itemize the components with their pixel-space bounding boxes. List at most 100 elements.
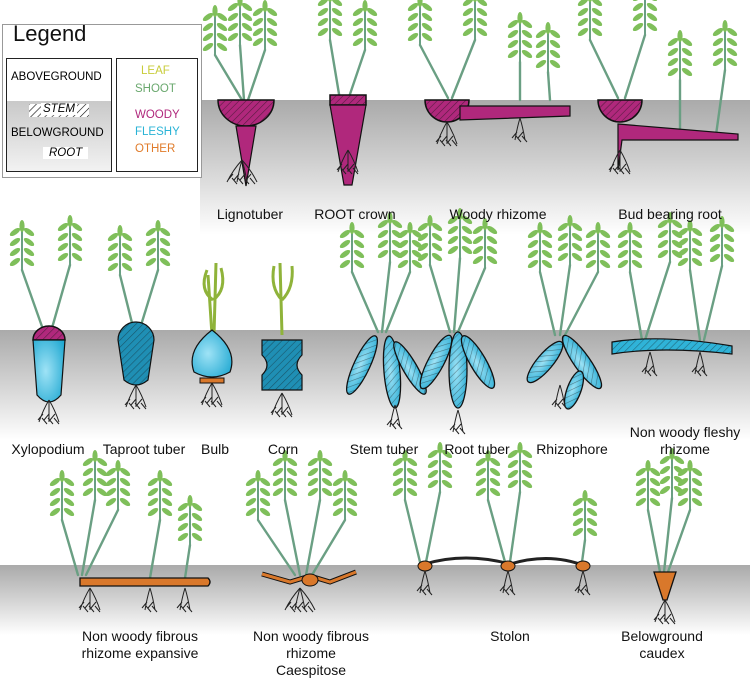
bulb-body	[191, 329, 233, 378]
leaflet	[726, 47, 738, 57]
leaflet	[159, 257, 171, 267]
leaflet	[507, 19, 519, 29]
leaflet	[507, 49, 519, 59]
plant-fibrous-rhizome-expansive	[49, 450, 211, 613]
leaflet	[252, 17, 264, 27]
root-tuber-2-hatch	[449, 332, 467, 408]
legend-shoot: SHOOT	[135, 83, 176, 95]
caespitose-node	[301, 573, 319, 587]
leaflet	[585, 239, 597, 249]
root-hair	[276, 392, 287, 418]
taproot-tuber-hatch	[118, 322, 154, 385]
leaflet	[527, 229, 539, 239]
leaflet	[585, 229, 597, 239]
leaflet	[9, 227, 21, 237]
leaflet	[241, 2, 253, 12]
leaflet	[272, 467, 284, 477]
leaflet-tip	[92, 450, 98, 462]
corn-leaves	[271, 262, 294, 336]
leaflet	[331, 7, 343, 17]
leaflet-tip	[645, 460, 651, 472]
leaflet-tip	[187, 495, 193, 507]
leaflet	[177, 502, 189, 512]
xylopodium-top-hatch	[33, 326, 65, 340]
plant-belowground-caudex	[635, 448, 703, 625]
leaflet	[431, 242, 443, 252]
leaflet	[677, 237, 689, 247]
leaflet	[252, 37, 264, 47]
leaflet-tip	[402, 450, 408, 462]
shoot	[702, 264, 724, 342]
leaflet	[475, 487, 487, 497]
leaflet	[681, 47, 693, 57]
leaflet	[57, 222, 69, 232]
leaflet	[462, 0, 474, 7]
leaflet	[447, 215, 459, 225]
shoot	[304, 498, 322, 577]
leaflet	[49, 487, 61, 497]
leaflet	[353, 239, 365, 249]
leaflet	[489, 477, 501, 487]
leaflet	[421, 12, 433, 22]
leaflet	[677, 487, 689, 497]
leaflet	[252, 7, 264, 17]
shoot	[384, 270, 412, 334]
stem-tuber-1-hatch	[346, 335, 378, 395]
legend-root: ROOT	[43, 147, 89, 159]
leaflet	[486, 225, 498, 235]
rhizome-knob-hatch	[425, 100, 469, 122]
corn-hatch	[262, 340, 302, 390]
leaflet	[259, 477, 271, 487]
leaflet	[541, 229, 553, 239]
root-hair	[291, 587, 302, 613]
leaflet	[431, 222, 443, 232]
leaflet	[591, 27, 603, 37]
leaflet	[709, 223, 721, 233]
root-hair	[664, 599, 676, 625]
legend-organ-panel: LEAF SHOOT WOODY FLESHY OTHER	[116, 58, 198, 172]
leaflet	[521, 39, 533, 49]
leaflet	[489, 487, 501, 497]
leaflet	[392, 467, 404, 477]
shoot	[283, 498, 302, 577]
leaflet	[726, 57, 738, 67]
leaflet-tip	[588, 0, 592, 2]
shoot	[256, 518, 297, 577]
leaflet	[541, 259, 553, 269]
shoot	[380, 260, 392, 334]
leaflet	[407, 32, 419, 42]
leaflet	[352, 37, 364, 47]
leaflet	[177, 522, 189, 532]
leaflet	[331, 0, 343, 7]
root-hair	[347, 149, 359, 175]
leaflet	[677, 467, 689, 477]
leaflet	[317, 7, 329, 17]
leaflet	[366, 7, 378, 17]
leaflet	[121, 262, 133, 272]
shoot	[418, 43, 450, 100]
leaflet	[159, 247, 171, 257]
leaflet	[549, 29, 561, 39]
leaflet	[472, 235, 484, 245]
leaflet	[541, 249, 553, 259]
root-hair	[557, 384, 568, 410]
leaflet	[489, 467, 501, 477]
leaflet	[307, 477, 319, 487]
leaflet	[709, 233, 721, 243]
leaflet	[712, 47, 724, 57]
leaflet	[572, 517, 584, 527]
leaflet	[9, 257, 21, 267]
leaflet	[476, 0, 488, 7]
label-bulb: Bulb	[200, 441, 230, 457]
leaflet	[321, 457, 333, 467]
plant-fleshy-rhizome	[611, 212, 735, 377]
root-hair	[241, 159, 258, 185]
leaflet	[521, 459, 533, 469]
leaflet	[191, 502, 203, 512]
leaflet	[441, 479, 453, 489]
leaflet	[507, 449, 519, 459]
leaflet	[317, 17, 329, 27]
leaflet	[406, 487, 418, 497]
root-hair	[284, 587, 301, 613]
leaflet	[272, 477, 284, 487]
